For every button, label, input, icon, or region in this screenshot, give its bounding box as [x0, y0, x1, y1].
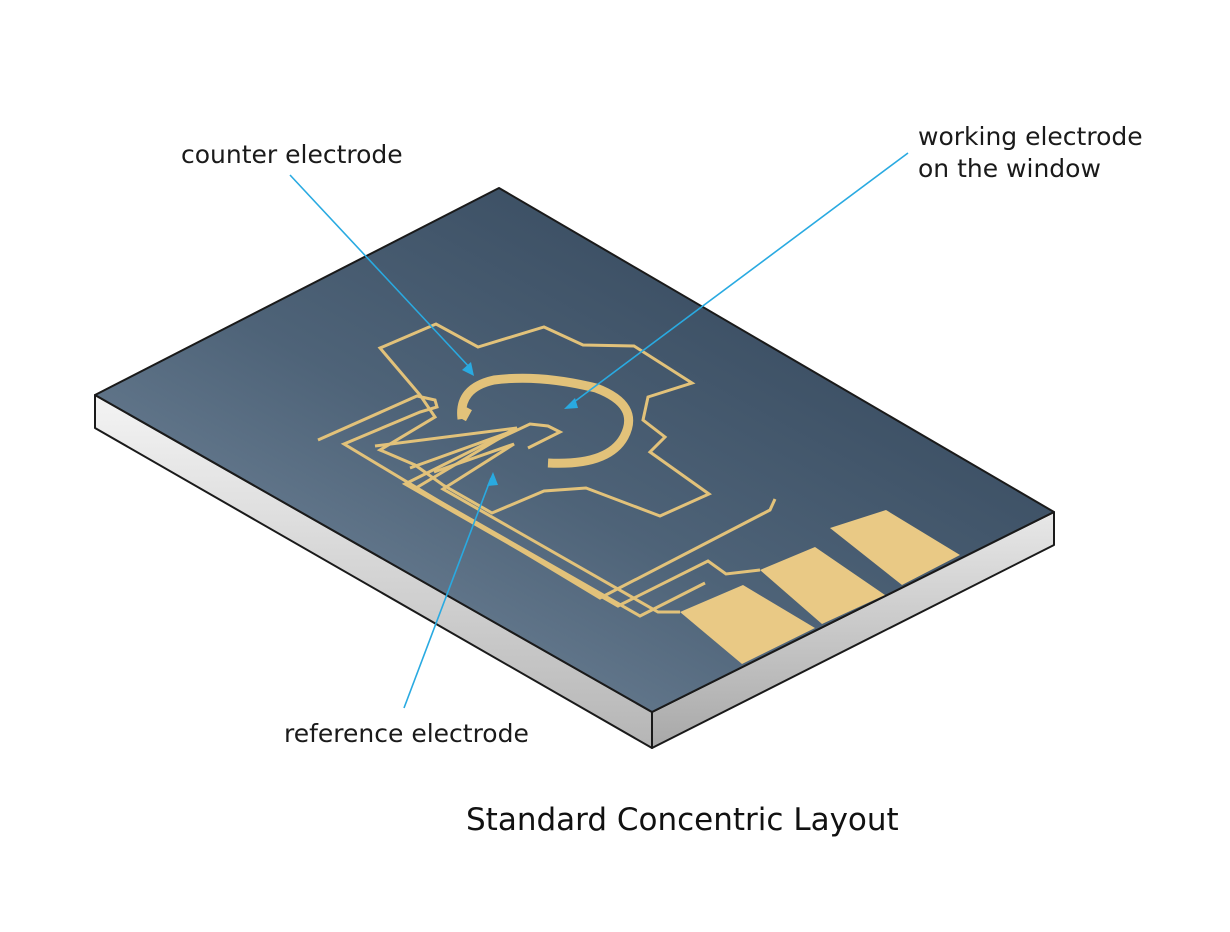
leader-lines: [289, 152, 909, 709]
reference-electrode-leader: [403, 477, 492, 709]
working-electrode-arrowhead: [564, 398, 578, 409]
contact-pad-1: [830, 510, 960, 585]
label-working-electrode-line1: working electrode: [918, 122, 1143, 151]
counter-electrode-leader: [289, 174, 473, 371]
contact-pads: [680, 510, 960, 664]
trace-outer: [317, 394, 777, 600]
trace-2: [374, 426, 761, 608]
electrode-window-outline: [376, 322, 713, 518]
contact-pad-2: [760, 547, 885, 624]
counter-electrode-arc-inner-end: [458, 405, 472, 422]
label-counter-electrode: counter electrode: [181, 140, 403, 169]
electrode-traces: [317, 394, 777, 618]
label-working-electrode-line2: on the window: [918, 154, 1101, 183]
trace-4: [433, 442, 680, 614]
trace-3: [409, 430, 706, 618]
working-electrode-leader: [569, 152, 909, 406]
counter-electrode-arc: [457, 373, 633, 468]
trace-ref: [495, 422, 564, 450]
substrate: [94, 187, 1055, 749]
substrate-top-surface: [94, 187, 1055, 713]
reference-electrode-arrowhead: [487, 472, 498, 486]
counter-electrode-arrowhead: [462, 362, 474, 376]
contact-pad-3: [680, 585, 815, 664]
label-reference-electrode: reference electrode: [284, 719, 529, 748]
diagram-caption: Standard Concentric Layout: [466, 802, 899, 838]
